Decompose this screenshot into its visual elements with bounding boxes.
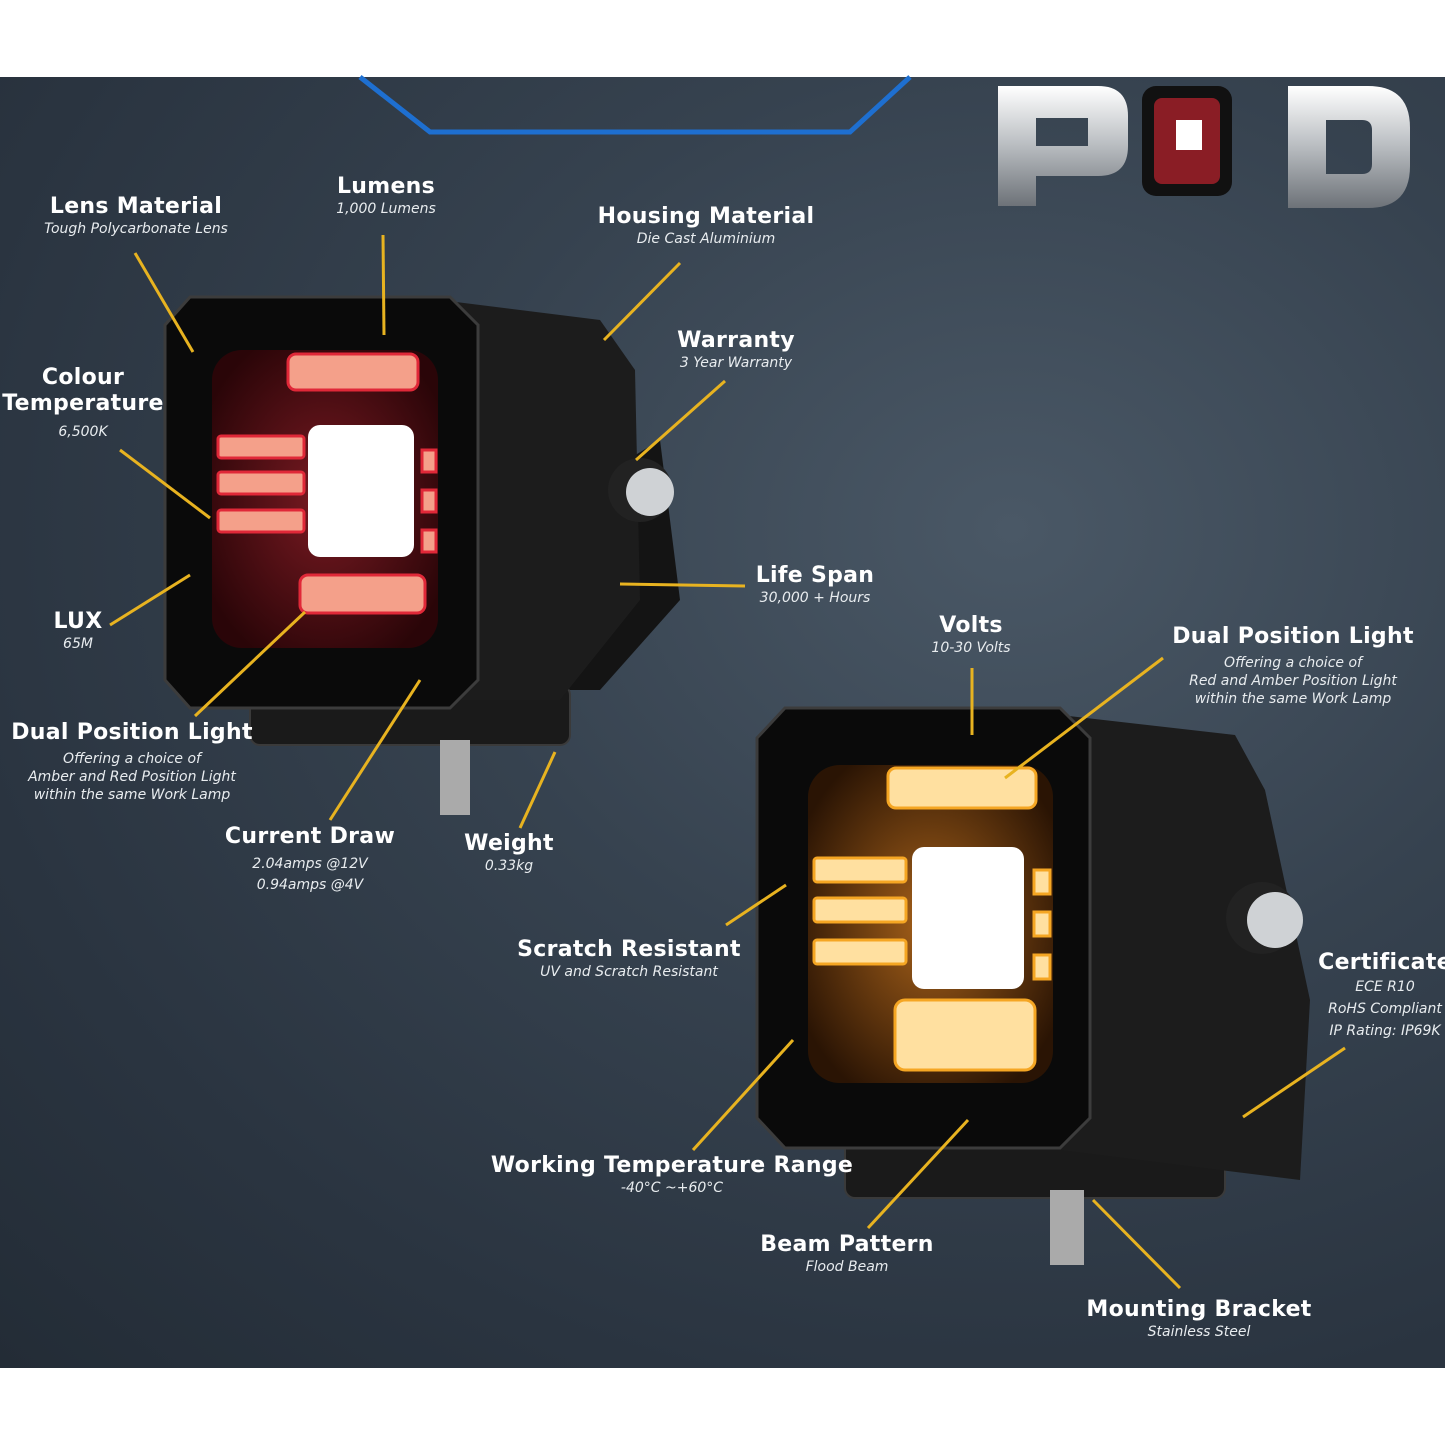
callout-weight: Weight 0.33kg (464, 831, 554, 875)
callout-title: Current Draw (224, 824, 396, 849)
callout-title: LUX (53, 609, 103, 634)
callout-detail: Flood Beam (805, 1259, 889, 1275)
line-current (328, 679, 422, 821)
callout-current-draw: Current Draw 2.04amps @12V 0.94amps @4V (225, 824, 395, 896)
amber-work-lamp (755, 706, 1310, 1265)
red-work-lamp (163, 295, 680, 815)
callout-detail: Amber and Red Position Light (28, 769, 236, 785)
callout-detail: 2.04amps @12V (252, 856, 368, 872)
callout-title: Working Temperature Range (490, 1153, 854, 1178)
callout-mounting-bracket: Mounting Bracket Stainless Steel (1086, 1297, 1311, 1341)
callout-title: Mounting Bracket (1086, 1297, 1312, 1322)
callout-title: Life Span (755, 563, 875, 588)
callout-dual-position-right: Dual Position Light Offering a choice of… (1172, 624, 1414, 708)
line-warranty (635, 379, 726, 462)
callout-colour-temperature: Colour Temperature 6,500K (2, 365, 164, 441)
callout-volts: Volts 10-30 Volts (931, 613, 1010, 657)
callout-detail: within the same Work Lamp (33, 787, 231, 803)
callout-lens-material: Lens Material Tough Polycarbonate Lens (44, 194, 228, 238)
pod-logo (998, 86, 1410, 208)
callout-title: Certificate (1318, 950, 1445, 975)
callout-scratch-resistant: Scratch Resistant UV and Scratch Resista… (517, 937, 741, 981)
callout-detail: -40°C ~+60°C (620, 1180, 724, 1196)
callout-detail: Stainless Steel (1147, 1324, 1251, 1340)
callout-detail: IP Rating: IP69K (1329, 1023, 1441, 1039)
line-lux (109, 573, 191, 627)
line-lens-material (133, 252, 195, 353)
callout-detail: 3 Year Warranty (679, 355, 793, 371)
callout-life-span: Life Span 30,000 + Hours (756, 563, 875, 607)
callout-detail: Die Cast Aluminium (636, 231, 776, 247)
callout-detail: Offering a choice of (1224, 655, 1362, 671)
callout-title: Scratch Resistant (517, 937, 741, 962)
callout-detail: RoHS Compliant (1328, 1001, 1442, 1017)
callout-title: Beam Pattern (760, 1232, 934, 1257)
callout-working-temperature: Working Temperature Range -40°C ~+60°C (491, 1153, 853, 1197)
line-life-span (619, 582, 746, 588)
callout-title: Dual Position Light (1172, 624, 1414, 649)
callout-title: Lumens (336, 174, 436, 199)
callout-detail: 0.94amps @4V (256, 877, 364, 893)
line-beam (866, 1118, 970, 1230)
callout-beam-pattern: Beam Pattern Flood Beam (760, 1232, 934, 1276)
callout-housing-material: Housing Material Die Cast Aluminium (598, 204, 815, 248)
callout-detail: Tough Polycarbonate Lens (44, 221, 228, 237)
blue-trim (358, 75, 912, 135)
callout-detail: 6,500K (58, 424, 108, 440)
callout-title: Dual Position Light (11, 720, 253, 745)
line-dual-right (1004, 656, 1164, 780)
callout-title: Temperature (2, 391, 164, 416)
callout-detail: 10-30 Volts (931, 640, 1011, 656)
callout-detail: 65M (63, 636, 93, 652)
callout-detail: within the same Work Lamp (1194, 691, 1392, 707)
callout-dual-position-left: Dual Position Light Offering a choice of… (11, 720, 253, 804)
callout-detail: UV and Scratch Resistant (540, 964, 718, 980)
callout-lines (109, 234, 1346, 1290)
line-mounting (1091, 1198, 1182, 1290)
callout-detail: 1,000 Lumens (336, 201, 436, 217)
line-dual-left (193, 610, 307, 718)
callout-title: Volts (939, 613, 1003, 638)
line-lumens (381, 234, 386, 336)
callout-detail: Offering a choice of (63, 751, 201, 767)
line-weight (518, 751, 557, 829)
callout-lux: LUX 65M (54, 609, 103, 653)
callout-title: Housing Material (597, 204, 815, 229)
callout-title: Lens Material (49, 194, 223, 219)
callout-warranty: Warranty 3 Year Warranty (677, 328, 795, 372)
callout-detail: 30,000 + Hours (759, 590, 871, 606)
line-housing (602, 261, 682, 342)
line-colour-temp (119, 448, 211, 520)
callout-lumens: Lumens 1,000 Lumens (336, 174, 436, 218)
line-scratch (725, 883, 787, 927)
callout-certificate: Certificate ECE R10 RoHS Compliant IP Ra… (1318, 950, 1445, 1042)
callout-title: Colour (41, 365, 125, 390)
callout-title: Weight (464, 831, 554, 856)
callout-title: Warranty (677, 328, 795, 353)
line-work-temp (691, 1038, 795, 1152)
callout-detail: ECE R10 (1355, 979, 1415, 995)
callout-detail: 0.33kg (484, 858, 534, 874)
line-certificate (1242, 1046, 1346, 1119)
callout-detail: Red and Amber Position Light (1189, 673, 1397, 689)
